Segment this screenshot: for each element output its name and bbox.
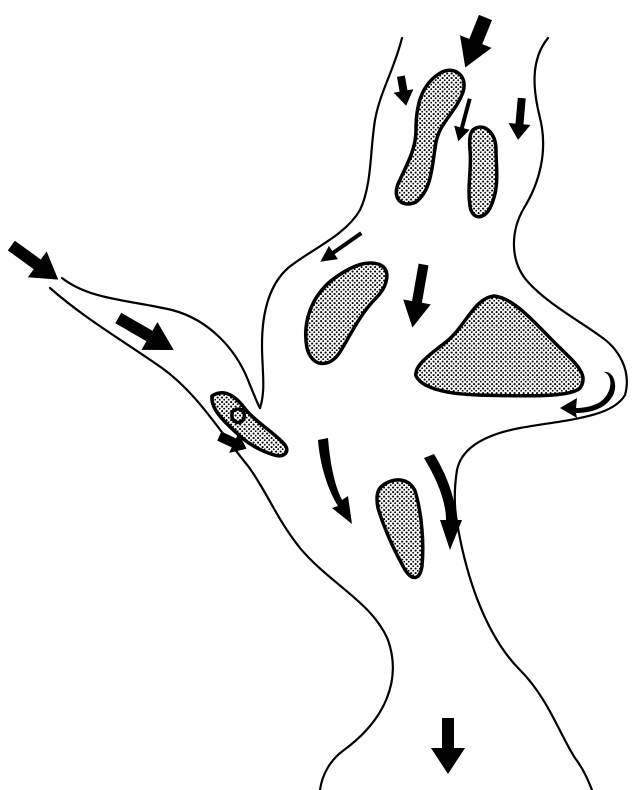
- tributary-lower-bank: [50, 288, 393, 790]
- sediment-bar-middle-left: [306, 263, 387, 364]
- sediment-bar-tributary: [212, 393, 287, 456]
- sediment-bars: [212, 70, 583, 577]
- flow-arrow-top-inlet: [450, 11, 502, 74]
- flow-arrow-lower-left-curved: [318, 438, 352, 524]
- channel-banks: [50, 38, 627, 790]
- flow-arrow-upper-left: [391, 74, 416, 107]
- flow-arrow-tributary-inlet: [2, 233, 68, 293]
- flow-arrow-upper-right: [507, 97, 533, 141]
- flow-arrow-tributary-middle: [110, 304, 181, 364]
- right-bank-middle: [455, 395, 625, 790]
- flow-arrow-bottom-outlet: [431, 718, 465, 774]
- flow-arrow-middle-down: [399, 262, 438, 330]
- sediment-bar-large-island: [416, 296, 583, 396]
- sediment-bar-tributary-tip: [232, 409, 244, 422]
- sediment-bar-lower: [377, 480, 423, 578]
- sediment-bar-upper-right: [469, 127, 497, 217]
